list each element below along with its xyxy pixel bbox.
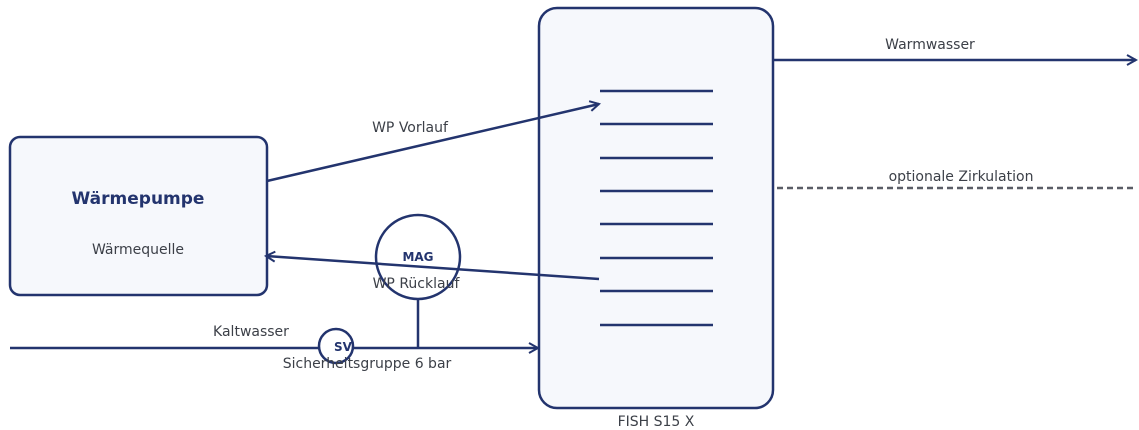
heat-pump-subtitle: Wärmequelle: [92, 242, 184, 258]
tank-label: FISH S15 X: [618, 414, 695, 430]
hp-flow-pipe: [266, 104, 599, 183]
expansion-vessel-label: MAG: [402, 250, 433, 264]
tank-body: [537, 6, 775, 410]
hp-return-pipe: [266, 256, 600, 281]
heat-pump-box: Wärmepumpe Wärmequelle: [8, 135, 269, 297]
safety-valve: SV: [317, 327, 355, 365]
heat-pump-frame: [8, 135, 269, 297]
circulation-label: optionale Zirkulation: [889, 169, 1034, 185]
safety-group-label: Sicherheitsgruppe 6 bar: [283, 356, 452, 372]
cold-water-label: Kaltwasser: [213, 324, 289, 340]
safety-valve-circle: [317, 327, 355, 365]
warm-water-label: Warmwasser: [885, 37, 975, 53]
expansion-vessel: MAG: [374, 213, 462, 348]
heat-pump-title: Wärmepumpe: [72, 189, 205, 209]
storage-tank: FISH S15 X: [537, 6, 775, 430]
hp-flow-label: WP Vorlauf: [372, 120, 449, 136]
safety-valve-label: SV: [334, 340, 353, 354]
hp-return-label: WP Rücklauf: [373, 276, 461, 292]
